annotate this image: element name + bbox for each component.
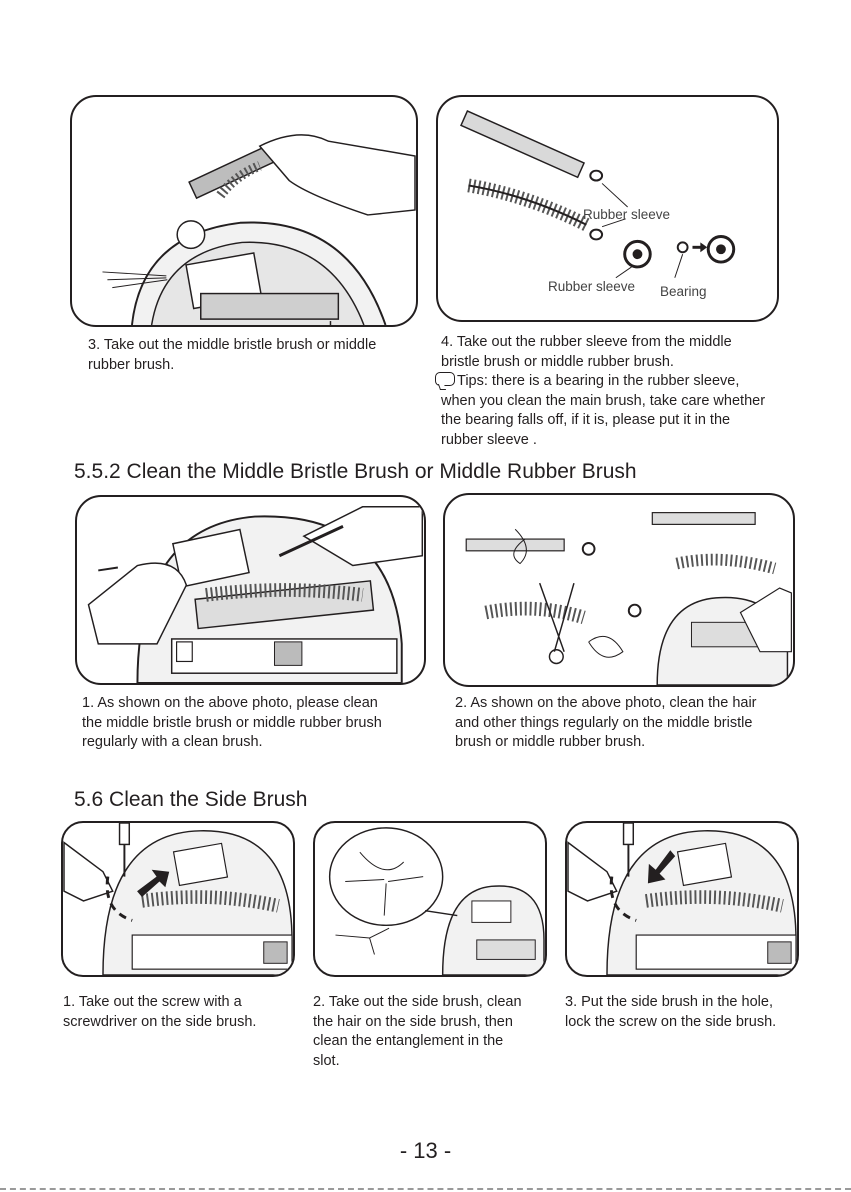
illustration-rubber-sleeve-parts: Rubber sleeve Rubber sleeve Bearing xyxy=(436,95,779,322)
tips-line: the bearing falls off, if it is, please … xyxy=(441,412,731,428)
robot-brush-removal-drawing xyxy=(102,134,416,325)
page-number: - 13 - xyxy=(399,1138,452,1163)
side-brush-drawing xyxy=(328,827,545,975)
caption-clean-step2: 2. As shown on the above photo, clean th… xyxy=(455,694,757,753)
tips-line: rubber sleeve . xyxy=(441,431,537,448)
section-heading-552: 5.5.2 Clean the Middle Bristle Brush or … xyxy=(74,460,637,483)
reinstall-drawing xyxy=(567,823,797,975)
caption-line: 2. Take out the side brush, clean xyxy=(313,994,522,1010)
rubber-sleeve-label-bottom: Rubber sleeve xyxy=(548,279,636,294)
caption-line: rubber brush. xyxy=(88,356,175,373)
caption-line: lock the screw on the side brush. xyxy=(565,1013,777,1030)
illustration-remove-screw xyxy=(61,821,295,977)
caption-line: bristle brush or middle rubber brush. xyxy=(441,353,674,370)
illustration-clean-hair xyxy=(443,493,795,687)
caption-line: 2. As shown on the above photo, clean th… xyxy=(455,695,757,711)
bearing-label: Bearing xyxy=(660,284,707,299)
caption-line: regularly with a clean brush. xyxy=(82,734,263,750)
caption-line: 1. As shown on the above photo, please c… xyxy=(82,695,378,711)
caption-line: 3. Put the side brush in the hole, xyxy=(565,994,773,1010)
rubber-sleeve-label-top: Rubber sleeve xyxy=(583,207,671,222)
illustration-remove-middle-brush xyxy=(70,95,418,327)
caption-step4-rubber-sleeve: 4. Take out the rubber sleeve from the m… xyxy=(435,333,766,450)
caption-line: 1. Take out the screw with a xyxy=(63,994,242,1010)
caption-line: slot. xyxy=(313,1052,340,1069)
illustration-side-brush-out xyxy=(313,821,547,977)
illustration-clean-with-brush xyxy=(75,495,426,685)
caption-line: clean the entanglement in the xyxy=(313,1033,504,1049)
caption-side-step2: 2. Take out the side brush, clean the ha… xyxy=(313,993,522,1071)
brush-parts-drawing xyxy=(460,110,736,279)
screwdriver-drawing xyxy=(63,823,293,975)
tips-line: when you clean the main brush, take care… xyxy=(441,392,766,409)
caption-step3-remove-brush: 3. Take out the middle bristle brush or … xyxy=(88,336,376,375)
tips-text: Tips: there is a bearing in the rubber s… xyxy=(457,373,740,389)
robot-cleaning-drawing xyxy=(87,506,424,683)
caption-line: the middle bristle brush or middle rubbe… xyxy=(82,714,382,731)
caption-side-step1: 1. Take out the screw with a screwdriver… xyxy=(63,993,256,1032)
caption-clean-step1: 1. As shown on the above photo, please c… xyxy=(82,694,382,753)
section-heading-56: 5.6 Clean the Side Brush xyxy=(74,788,308,811)
footer-dashed-line xyxy=(0,1188,851,1190)
caption-line: 4. Take out the rubber sleeve from the m… xyxy=(441,334,732,350)
caption-line: the hair on the side brush, then xyxy=(313,1013,513,1030)
caption-line: screwdriver on the side brush. xyxy=(63,1013,257,1030)
caption-line: brush or middle rubber brush. xyxy=(455,734,646,750)
tips-line: Tips: there is a bearing in the rubber s… xyxy=(435,372,765,392)
hair-removal-drawing xyxy=(465,512,792,685)
caption-line: and other things regularly on the middle… xyxy=(455,714,753,731)
illustration-put-side-brush-back xyxy=(565,821,799,977)
caption-side-step3: 3. Put the side brush in the hole, lock … xyxy=(565,993,776,1032)
tip-speech-bubble-icon xyxy=(435,372,455,386)
caption-line: 3. Take out the middle bristle brush or … xyxy=(88,337,377,353)
